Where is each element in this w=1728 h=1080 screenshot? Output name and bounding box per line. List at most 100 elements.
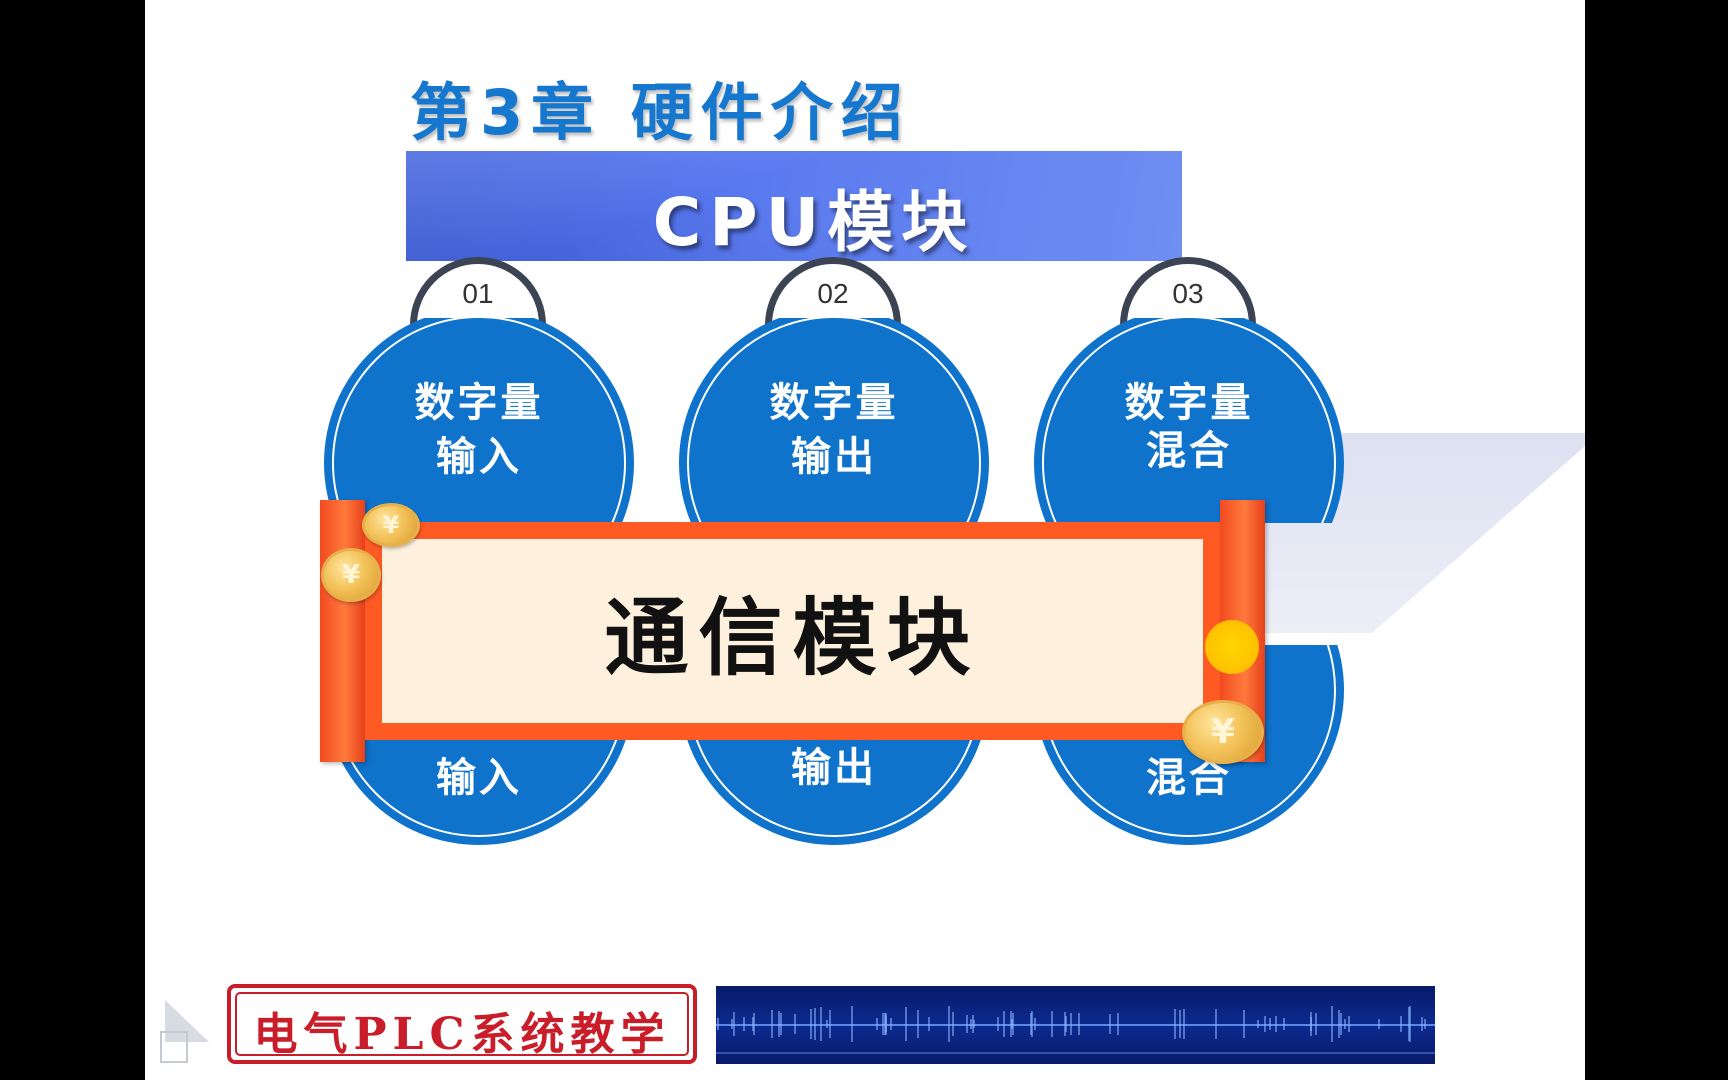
waveform-streak: [1424, 1018, 1427, 1030]
item-2-lower-label: 输出: [791, 745, 877, 791]
waveform-streak: [742, 1017, 745, 1031]
item-2-line1: 数字量: [769, 380, 899, 426]
waveform-streak: [1030, 1013, 1033, 1035]
page-curl-icon: [160, 1000, 209, 1063]
waveform-streak: [973, 1019, 976, 1029]
communication-module-scroll: 通信模块: [320, 500, 1265, 762]
waveform-streak: [1274, 1015, 1277, 1033]
waveform-streak: [733, 1011, 736, 1037]
coin-icon: ¥: [1182, 700, 1264, 764]
waveform-streak: [1243, 1009, 1246, 1039]
waveform-streak: [1348, 1016, 1351, 1032]
item-3-number: 03: [1172, 278, 1204, 309]
waveform-streak: [1178, 1009, 1181, 1039]
chapter-title: 第3章 硬件介绍: [410, 76, 911, 149]
footer-stamp-text: 电气PLC系统教学: [253, 1009, 671, 1060]
waveform-streak: [876, 1017, 879, 1031]
waveform-streak: [1268, 1017, 1271, 1031]
waveform-streak: [1033, 1018, 1036, 1030]
item-1-line2: 输入: [436, 434, 522, 480]
waveform-streak: [1339, 1013, 1342, 1035]
waveform-streak: [770, 1010, 773, 1038]
item-3-tab: 03: [1120, 257, 1256, 325]
item-1-lower-label: 输入: [436, 755, 522, 801]
waveform-streak: [1344, 1018, 1347, 1030]
item-3-line1: 数字量: [1124, 380, 1254, 426]
item-2-line2: 输出: [791, 434, 877, 480]
scroll-paper-inner: 通信模块: [382, 539, 1203, 723]
waveform-streak: [1051, 1011, 1054, 1037]
waveform-streak: [1003, 1010, 1006, 1038]
waveform-streak: [1315, 1013, 1318, 1035]
scroll-left-rod: [320, 500, 365, 762]
waveform-streak: [890, 1018, 893, 1030]
waveform-streak: [1408, 1007, 1411, 1041]
coin-icon: ¥: [362, 503, 420, 547]
waveform-streak: [1031, 1011, 1034, 1037]
waveform-streak: [1070, 1013, 1073, 1035]
bubble-circle: [1034, 318, 1344, 523]
item-3-bubble: 数字量 混合: [1034, 318, 1344, 523]
item-2-tab: 02: [765, 257, 901, 325]
waveform-streak: [970, 1019, 973, 1029]
waveform-streak: [716, 1017, 719, 1031]
coin-icon: ¥: [321, 548, 381, 602]
cpu-module-title: CPU模块: [652, 184, 976, 261]
waveform-streak: [952, 1011, 955, 1037]
waveform-streak: [1065, 1015, 1068, 1033]
waveform-streak: [1012, 1012, 1015, 1036]
slide: 第3章 硬件介绍 CPU模块 01 数字量 输入 02 数字量 输出 03 数字…: [145, 0, 1585, 1080]
item-2-bubble: 数字量 输出: [679, 318, 989, 523]
waveform-center-line: [716, 1024, 1435, 1026]
item-2-number: 02: [817, 278, 849, 309]
waveform-streak: [1009, 1011, 1012, 1037]
waveform-streak: [813, 1008, 816, 1040]
waveform-streak: [851, 1005, 854, 1043]
waveform-streak: [1214, 1009, 1217, 1039]
waveform-streak: [828, 1009, 831, 1039]
waveform-streak: [1264, 1015, 1267, 1033]
waveform-streak: [1337, 1010, 1340, 1038]
waveform-streak: [971, 1015, 974, 1033]
waveform-streak: [997, 1016, 1000, 1032]
waveform-base-line: [716, 1052, 1435, 1054]
waveform-streak: [1399, 1015, 1402, 1032]
waveform-streak: [751, 1017, 754, 1031]
waveform-streak: [820, 1007, 823, 1041]
item-1-bubble: 数字量 输入: [324, 318, 634, 523]
waveform-streak: [780, 1013, 783, 1035]
footer-stamp: 电气PLC系统教学: [227, 984, 697, 1064]
waveform-streak: [1116, 1012, 1119, 1036]
waveform-streak: [882, 1013, 885, 1035]
bubble-circle: [679, 318, 989, 523]
pen-cursor-icon: [1205, 620, 1259, 674]
scroll-title: 通信模块: [604, 587, 981, 687]
waveform-streak: [1331, 1006, 1334, 1042]
waveform-streak: [1078, 1013, 1081, 1035]
waveform-streak: [905, 1006, 908, 1042]
waveform-streak: [753, 1012, 756, 1036]
waveform-streak: [1283, 1018, 1286, 1030]
waveform-streak: [777, 1010, 780, 1038]
banner-sheen: [406, 151, 1182, 261]
waveform-streak: [916, 1009, 919, 1039]
waveform-streak: [966, 1014, 969, 1034]
item-1-tab: 01: [410, 257, 546, 325]
waveform-streak: [948, 1005, 951, 1043]
item-1-number: 01: [462, 278, 494, 309]
waveform-streak: [885, 1016, 888, 1032]
waveform-streak: [1409, 1005, 1412, 1043]
waveform-streak: [1182, 1008, 1185, 1040]
waveform-streak: [1420, 1017, 1423, 1031]
waveform-streak: [1256, 1019, 1259, 1029]
waveform-streak: [731, 1018, 733, 1030]
waveform-streak: [810, 1008, 813, 1040]
waveform-streak: [1010, 1019, 1013, 1029]
waveform-streak: [1378, 1018, 1381, 1030]
audio-waveform-bar: [716, 986, 1435, 1064]
waveform-streak: [927, 1016, 930, 1032]
waveform-streak: [1173, 1008, 1176, 1040]
waveform-streak: [1109, 1013, 1112, 1035]
scroll-paper: 通信模块: [365, 522, 1220, 740]
item-1-line1: 数字量: [414, 380, 544, 426]
